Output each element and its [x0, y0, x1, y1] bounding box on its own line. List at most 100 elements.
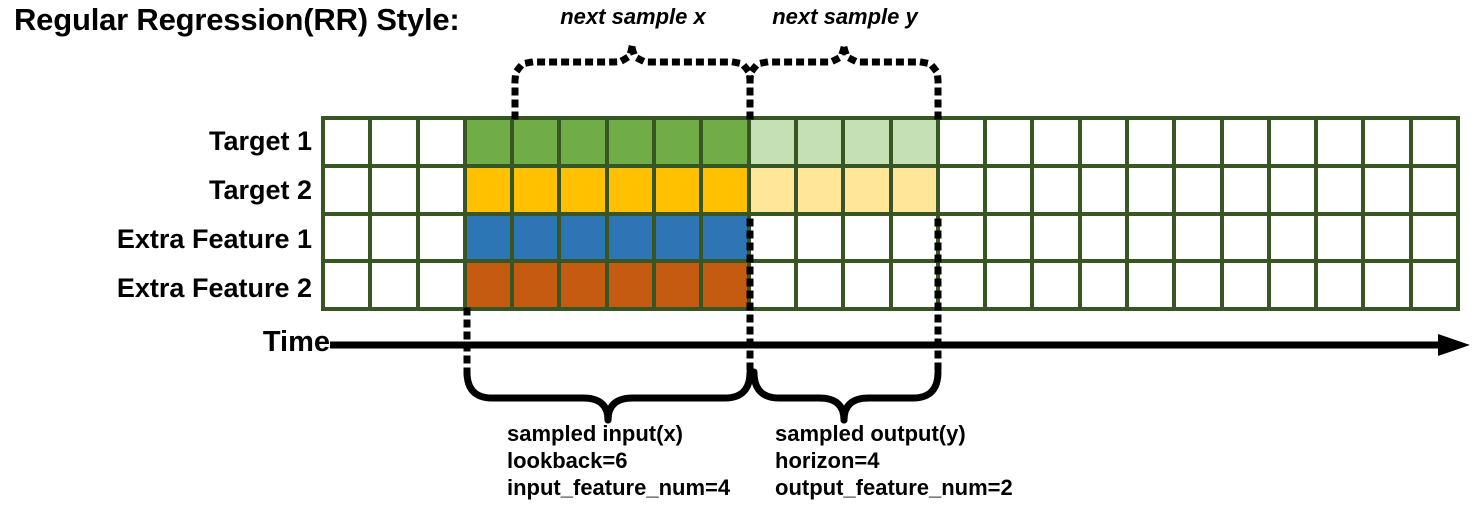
next-sample-x-brace [511, 40, 754, 120]
grid-cell [656, 263, 700, 307]
grid-cell [1081, 120, 1125, 164]
grid-cell [987, 120, 1031, 164]
grid-cell [514, 263, 558, 307]
grid-cell [939, 263, 984, 307]
grid-cell [608, 263, 653, 307]
grid-cell [466, 215, 511, 260]
grid-cell [561, 215, 605, 260]
grid-cell [1176, 167, 1220, 212]
grid-cell [1034, 167, 1078, 212]
sampled-input-lookback: lookback=6 [507, 448, 628, 473]
grid-cell [1365, 167, 1409, 212]
grid-cell [750, 215, 794, 260]
grid-cell [419, 120, 463, 164]
grid-cell [1318, 215, 1362, 260]
row-label-target-2: Target 2 [208, 175, 312, 205]
grid-cell [608, 120, 653, 164]
grid-cell [845, 120, 889, 164]
grid-cell [1270, 263, 1315, 307]
grid-cell [1128, 120, 1173, 164]
sampled-input-caption: sampled input(x) lookback=6 input_featur… [507, 420, 730, 501]
grid-cell [987, 167, 1031, 212]
sampled-input-name: sampled input(x) [507, 421, 684, 446]
grid-cell [372, 263, 416, 307]
grid-cell [939, 167, 984, 212]
grid-cell [466, 167, 511, 212]
next-sample-x-label: next sample x [560, 4, 706, 29]
grid-cell [1034, 263, 1078, 307]
grid-cell [656, 120, 700, 164]
grid-cell [1412, 120, 1456, 164]
grid-cell [1318, 167, 1362, 212]
grid-cell [372, 215, 416, 260]
grid-cell [703, 120, 747, 164]
grid-cell [797, 120, 842, 164]
grid-cell [1270, 215, 1315, 260]
sampled-input-feature-num: input_feature_num=4 [507, 475, 731, 500]
grid-cell [1270, 167, 1315, 212]
grid-cell [1081, 215, 1125, 260]
grid-cell [514, 120, 558, 164]
grid-cell [939, 120, 984, 164]
grid-cell [1223, 215, 1267, 260]
grid-cell [561, 120, 605, 164]
grid-cell [750, 167, 794, 212]
timeseries-grid [321, 116, 1460, 311]
grid-cell [892, 263, 936, 307]
grid-cell [656, 167, 700, 212]
row-label-extra-feature-1: Extra Feature 1 [116, 224, 312, 254]
grid-cell [1270, 120, 1315, 164]
grid-cell [1318, 120, 1362, 164]
grid-cell [703, 215, 747, 260]
grid-cell [1081, 263, 1125, 307]
grid-cell [325, 167, 369, 212]
sampled-output-caption: sampled output(y) horizon=4 output_featu… [775, 420, 1013, 501]
sampled-output-feature-num: output_feature_num=2 [775, 475, 1013, 500]
grid-cell [1176, 263, 1220, 307]
grid-cell [608, 167, 653, 212]
grid-cell [419, 215, 463, 260]
time-axis-label: Time [262, 326, 330, 358]
grid-cell [325, 120, 369, 164]
grid-cell [1223, 120, 1267, 164]
sampled-output-brace [750, 368, 942, 424]
grid-cell [845, 263, 889, 307]
grid-cell [1412, 263, 1456, 307]
grid-cell [797, 167, 842, 212]
sampled-input-brace [463, 368, 754, 424]
next-sample-y-brace [746, 40, 942, 120]
row-label-target-1: Target 1 [208, 126, 312, 156]
sampled-output-name: sampled output(y) [775, 421, 966, 446]
grid-cell [987, 215, 1031, 260]
grid-cell [1176, 215, 1220, 260]
grid-cell [703, 263, 747, 307]
grid-cell [372, 120, 416, 164]
grid-cell [845, 215, 889, 260]
grid-cell [466, 263, 511, 307]
grid-cell [561, 263, 605, 307]
grid-cell [1034, 120, 1078, 164]
grid-cell [892, 215, 936, 260]
grid-cell [419, 263, 463, 307]
grid-cell [466, 120, 511, 164]
grid-cell [939, 215, 984, 260]
grid-cell [750, 120, 794, 164]
grid-cell [419, 167, 463, 212]
grid-cell [514, 215, 558, 260]
grid-cell [845, 167, 889, 212]
grid-cell [1176, 120, 1220, 164]
grid-cell [1223, 167, 1267, 212]
row-label-extra-feature-2: Extra Feature 2 [116, 273, 312, 303]
grid-cell [325, 263, 369, 307]
grid-cell [561, 167, 605, 212]
grid-cell [892, 120, 936, 164]
grid-cell [1081, 167, 1125, 212]
grid-cell [1318, 263, 1362, 307]
grid-cell [892, 167, 936, 212]
grid-cell [514, 167, 558, 212]
grid-cell [1034, 215, 1078, 260]
grid-cell [1128, 263, 1173, 307]
grid-cell [987, 263, 1031, 307]
grid-cell [372, 167, 416, 212]
